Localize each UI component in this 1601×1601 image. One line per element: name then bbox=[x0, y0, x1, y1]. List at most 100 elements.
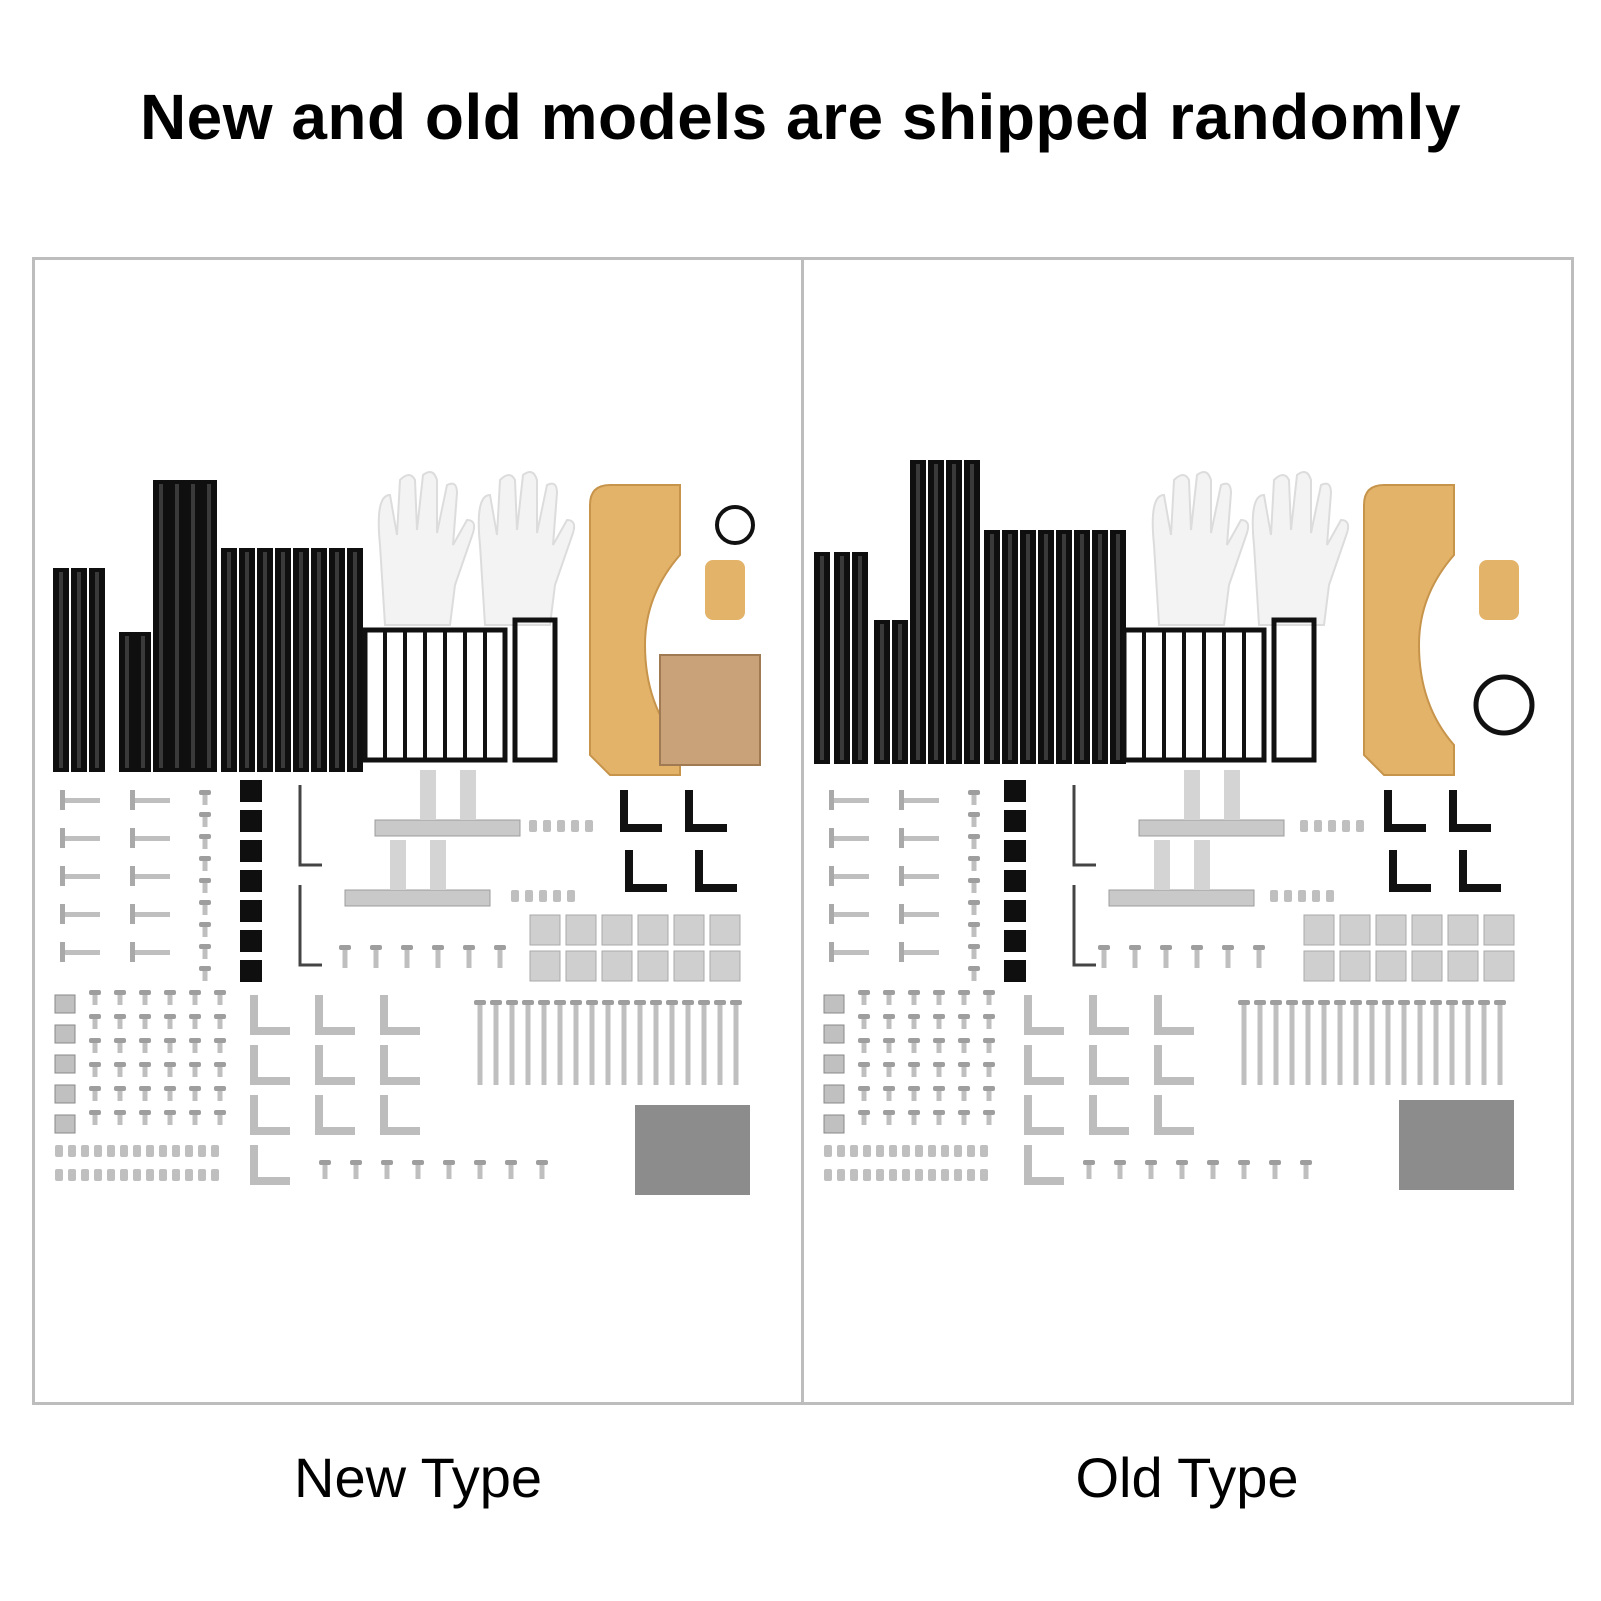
rack-frame bbox=[362, 627, 508, 763]
extrusion-slot bbox=[1008, 534, 1012, 760]
screw-head bbox=[139, 1038, 151, 1043]
screw-head bbox=[908, 1110, 920, 1115]
t-slot-head bbox=[130, 942, 135, 962]
spool-holder-post bbox=[430, 840, 446, 890]
t-slot-screw bbox=[829, 798, 869, 803]
square-nut bbox=[565, 914, 597, 946]
screw-head bbox=[339, 945, 351, 950]
hammer-nut bbox=[54, 994, 76, 1014]
screw-head bbox=[89, 990, 101, 995]
screw-shank bbox=[1321, 1005, 1327, 1085]
square-nut bbox=[1375, 914, 1407, 946]
hammer-nut bbox=[54, 1024, 76, 1044]
screw-head bbox=[1083, 1160, 1095, 1165]
screw-shank bbox=[986, 1067, 992, 1077]
grub-screw bbox=[863, 1145, 871, 1157]
screw-head bbox=[199, 812, 211, 817]
extrusion-slot bbox=[95, 572, 99, 768]
screw-head bbox=[698, 1000, 710, 1005]
square-nut bbox=[1339, 950, 1371, 982]
square-nut bbox=[1411, 950, 1443, 982]
extrusion-slot bbox=[245, 552, 249, 768]
t-slot-head bbox=[60, 866, 65, 886]
corner-bracket bbox=[1089, 1095, 1129, 1135]
grub-screw bbox=[1342, 820, 1350, 832]
hammer-nut bbox=[823, 1024, 845, 1044]
hex-key bbox=[1072, 785, 1096, 867]
felt-pad bbox=[1399, 1100, 1514, 1190]
grub-screw bbox=[543, 820, 551, 832]
screw-shank bbox=[217, 1091, 223, 1101]
extrusion-slot bbox=[990, 534, 994, 760]
t-slot-screw bbox=[60, 950, 100, 955]
screw-head bbox=[139, 1062, 151, 1067]
screw-head bbox=[883, 1038, 895, 1043]
screw-head bbox=[908, 1038, 920, 1043]
screw-shank bbox=[167, 995, 173, 1005]
spool-holder-post bbox=[1154, 840, 1170, 890]
screw-shank bbox=[202, 905, 208, 915]
screw-head bbox=[983, 1110, 995, 1115]
screw-shank bbox=[192, 1043, 198, 1053]
square-nut bbox=[637, 914, 669, 946]
screw-head bbox=[1254, 1000, 1266, 1005]
corner-bracket bbox=[1024, 1095, 1064, 1135]
t-slot-screw bbox=[899, 950, 939, 955]
screw-head bbox=[968, 812, 980, 817]
acrylic-mount-plate bbox=[1363, 484, 1455, 776]
t-slot-screw bbox=[829, 950, 869, 955]
screw-head bbox=[858, 990, 870, 995]
screw-shank bbox=[1433, 1005, 1439, 1085]
corner-bracket bbox=[1154, 1095, 1194, 1135]
screw-shank bbox=[911, 1067, 917, 1077]
screw-head bbox=[958, 1038, 970, 1043]
t-slot-screw bbox=[130, 912, 170, 917]
screw-head bbox=[89, 1038, 101, 1043]
grub-screw bbox=[1300, 820, 1308, 832]
spool-holder-post bbox=[390, 840, 406, 890]
grub-screw bbox=[211, 1145, 219, 1157]
corner-bracket bbox=[1459, 850, 1501, 892]
screw-shank bbox=[861, 1019, 867, 1029]
screw-head bbox=[432, 945, 444, 950]
screw-shank bbox=[861, 1067, 867, 1077]
t-slot-head bbox=[60, 828, 65, 848]
square-nut bbox=[1303, 950, 1335, 982]
grub-screw bbox=[553, 890, 561, 902]
screw-shank bbox=[1353, 1005, 1359, 1085]
screw-head bbox=[1222, 945, 1234, 950]
screw-head bbox=[958, 1110, 970, 1115]
grub-screw bbox=[81, 1169, 89, 1181]
screw-head bbox=[968, 790, 980, 795]
screw-shank bbox=[493, 1005, 499, 1085]
grub-screw bbox=[941, 1145, 949, 1157]
screw-head bbox=[968, 966, 980, 971]
screw-head bbox=[983, 1014, 995, 1019]
corner-bracket bbox=[380, 1095, 420, 1135]
extrusion-slot bbox=[317, 552, 321, 768]
t-slot-screw bbox=[60, 874, 100, 879]
screw-shank bbox=[1273, 1005, 1279, 1085]
screw-head bbox=[570, 1000, 582, 1005]
screw-head bbox=[89, 1086, 101, 1091]
grub-screw bbox=[539, 890, 547, 902]
screw-shank bbox=[384, 1165, 390, 1179]
screw-shank bbox=[936, 1043, 942, 1053]
hex-key bbox=[298, 885, 322, 967]
sensor-cable bbox=[1473, 674, 1535, 736]
screw-head bbox=[490, 1000, 502, 1005]
screw-head bbox=[189, 1014, 201, 1019]
screw-shank bbox=[886, 1115, 892, 1125]
screw-head bbox=[933, 990, 945, 995]
screw-shank bbox=[1289, 1005, 1295, 1085]
grub-screw bbox=[120, 1169, 128, 1181]
screw-shank bbox=[541, 1005, 547, 1085]
screw-head bbox=[908, 990, 920, 995]
screw-shank bbox=[92, 1067, 98, 1077]
t-slot-head bbox=[899, 790, 904, 810]
screw-head bbox=[1446, 1000, 1458, 1005]
glove bbox=[1251, 470, 1350, 626]
extrusion-slot bbox=[207, 484, 211, 768]
screw-head bbox=[858, 1110, 870, 1115]
grub-screw bbox=[172, 1169, 180, 1181]
